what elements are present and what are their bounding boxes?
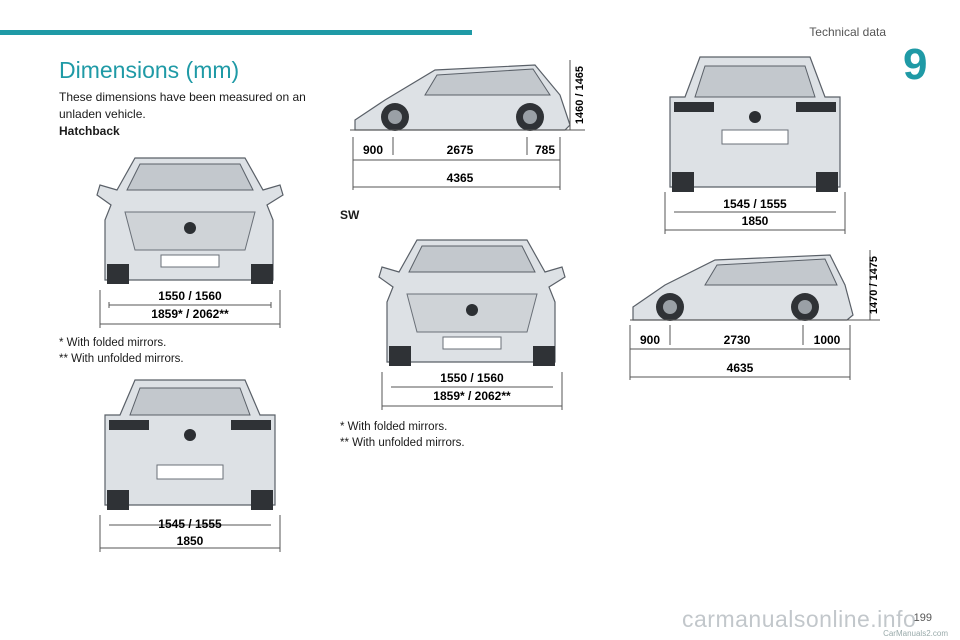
front-track-label: 1550 / 1560 [158,289,222,303]
front-overhang-label: 900 [640,333,660,347]
sw-rear-view: 1545 / 1555 1850 [664,56,846,234]
hatchback-front-view: 1550 / 1560 1859* / 2062** [96,157,284,328]
header-accent-bar [0,30,472,35]
sw-label: SW [340,208,360,222]
rear-overhang-label: 1000 [814,333,841,347]
height-label: 1460 / 1465 [574,66,586,124]
watermark-text: carmanualsonline.info [682,606,917,632]
sw-note-unfolded: ** With unfolded mirrors. [340,437,465,449]
car-rear-icon [104,379,276,510]
car-rear-icon [669,56,841,192]
front-overhang-label: 900 [363,143,383,157]
wheelbase-label: 2675 [447,143,474,157]
rear-width-label: 1850 [742,214,769,228]
hatchback-note-folded: * With folded mirrors. [59,337,167,349]
hatchback-side-view: 900 2675 785 4365 1460 / 1465 [350,60,586,190]
hatchback-label: Hatchback [59,124,120,138]
car-side-icon [632,254,854,321]
sw-front-view: 1550 / 1560 1859* / 2062** [378,239,566,410]
rear-track-label: 1545 / 1555 [158,517,222,531]
front-width-label: 1859* / 2062** [433,389,511,403]
wheelbase-label: 2730 [724,333,751,347]
rear-width-label: 1850 [177,534,204,548]
page-title: Dimensions (mm) [59,57,240,83]
car-side-icon [354,64,571,131]
sw-side-view: 900 2730 1000 4635 1470 / 1475 [629,250,880,380]
source-watermark: CarManuals2.com [883,629,948,638]
car-front-icon [378,239,566,366]
length-label: 4635 [727,361,754,375]
rear-track-label: 1545 / 1555 [723,197,787,211]
front-width-label: 1859* / 2062** [151,307,229,321]
front-track-label: 1550 / 1560 [440,371,504,385]
sw-note-folded: * With folded mirrors. [340,421,448,433]
section-title: Technical data [809,25,886,39]
car-front-icon [96,157,284,284]
page-number: 199 [913,612,932,624]
rear-overhang-label: 785 [535,143,555,157]
length-label: 4365 [447,171,474,185]
chapter-number: 9 [903,40,928,89]
hatchback-note-unfolded: ** With unfolded mirrors. [59,353,184,365]
height-label: 1470 / 1475 [868,256,880,314]
intro-text: These dimensions have been measured on a… [59,90,306,121]
hatchback-rear-view: 1545 / 1555 1850 [99,379,281,552]
